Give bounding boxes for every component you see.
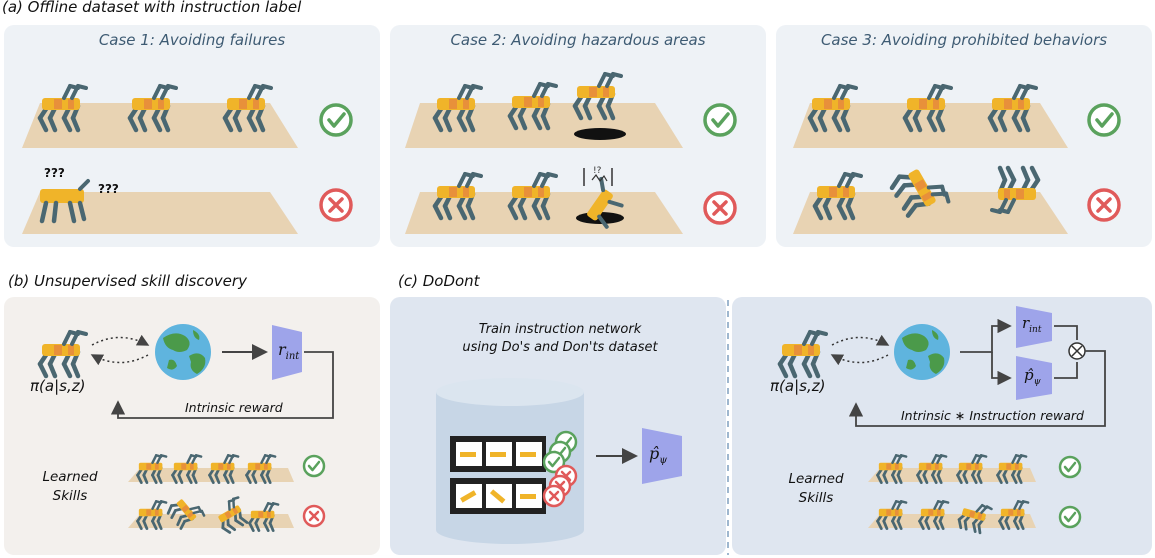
confused-marks: ??? [44, 166, 65, 180]
robot-icon [780, 332, 826, 376]
panel-b-diagram [40, 324, 334, 534]
check-icon [302, 454, 326, 478]
intrinsic-reward-label: Intrinsic reward [185, 400, 283, 415]
combined-reward-label: Intrinsic ∗ Instruction reward [901, 408, 1084, 423]
instruction-network [1016, 356, 1052, 400]
instruction-network-symbol: p̂ψ [649, 444, 668, 467]
cross-icon [319, 188, 353, 222]
feedback-arrow [110, 351, 334, 419]
floor [793, 192, 1068, 234]
check-icon [1087, 103, 1121, 137]
case-1-title: Case 1: Avoiding failures [98, 31, 286, 49]
feedback-arrow [848, 350, 1106, 427]
robot-icon [40, 332, 86, 376]
interaction-arrow [831, 334, 890, 346]
header-b: (b) Unsupervised skill discovery [8, 272, 247, 290]
header-a: (a) Offline dataset with instruction lab… [2, 0, 302, 16]
earth-icon [155, 324, 211, 380]
svg-text:!?: !? [593, 166, 602, 176]
check-icon [1058, 455, 1082, 479]
case-1-scene [22, 86, 353, 234]
earth-icon [894, 324, 950, 380]
intrinsic-reward-network [272, 325, 302, 380]
impact-icon: !? [583, 166, 613, 186]
floor [22, 192, 298, 234]
cross-icon [302, 504, 326, 528]
cross-icon [1087, 188, 1121, 222]
connector [1054, 325, 1078, 340]
hole-icon [574, 128, 626, 140]
policy-label: π(a|s,z) [770, 377, 826, 395]
interaction-arrow [830, 354, 889, 366]
case-3-title: Case 3: Avoiding prohibited behaviors [820, 31, 1108, 49]
floor [868, 514, 1036, 528]
instruction-network [642, 428, 682, 484]
check-icon [1058, 505, 1082, 529]
instruction-reward-symbol: p̂ψ [1024, 366, 1041, 387]
cross-icon [703, 191, 737, 225]
header-c: (c) DoDont [398, 272, 480, 290]
case-3-scene [793, 86, 1121, 234]
panel-c-right-diagram [780, 306, 1106, 534]
robot-icon [39, 179, 90, 224]
arrow [960, 318, 1012, 353]
falling-robot-icon [587, 176, 624, 229]
confused-marks: ??? [98, 182, 119, 196]
check-icon [319, 103, 353, 137]
connector [1054, 362, 1078, 379]
arrow [991, 352, 1012, 386]
intrinsic-reward-network [1016, 306, 1052, 348]
check-icon [703, 103, 737, 137]
intrinsic-reward-symbol: rint [1022, 314, 1042, 335]
interaction-arrow [90, 354, 149, 366]
intrinsic-reward-symbol: rint [278, 340, 300, 363]
panel-c-left-diagram [436, 300, 729, 555]
case-2-scene: !? [405, 74, 737, 234]
cross-icon [542, 484, 566, 508]
policy-label: π(a|s,z) [30, 377, 86, 395]
case-2-title: Case 2: Avoiding hazardous areas [450, 31, 706, 49]
floor [868, 468, 1036, 482]
trajectory-frames [450, 436, 546, 514]
interaction-arrow [91, 334, 150, 346]
